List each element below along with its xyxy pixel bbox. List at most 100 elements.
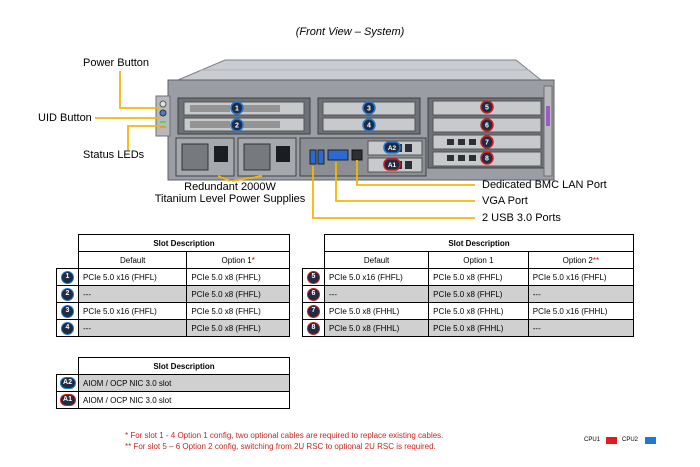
legend-cpu2-label: CPU2 bbox=[622, 437, 639, 443]
table-row: 8 PCIe 5.0 x8 (FHHL) PCIe 5.0 x8 (FHHL) … bbox=[302, 319, 635, 337]
power-supplies-line1: Redundant 2000W bbox=[184, 181, 276, 193]
status-leds-label: Status LEDs bbox=[83, 149, 145, 161]
table-row: 6 --- PCIe 5.0 x8 (FHFL) --- bbox=[302, 285, 635, 303]
usb-label: 2 USB 3.0 Ports bbox=[482, 212, 561, 224]
bmc-lan-leader bbox=[356, 160, 475, 186]
svg-text:A1: A1 bbox=[388, 162, 397, 169]
slot-badge-6: 6 bbox=[307, 287, 320, 301]
slot-badge-1: 1 bbox=[61, 270, 74, 284]
slot5-option2: PCIe 5.0 x16 (FHFL) bbox=[527, 268, 635, 286]
vga-port-icon bbox=[327, 149, 349, 161]
vga-leader bbox=[335, 162, 475, 202]
slot1-default: PCIe 5.0 x16 (FHFL) bbox=[77, 268, 188, 286]
svg-text:6: 6 bbox=[485, 123, 489, 130]
table-row: 4 --- PCIe 5.0 x8 (FHFL) bbox=[56, 319, 290, 337]
chassis-badge-slot8: 8 bbox=[480, 151, 494, 165]
table-row: 1 PCIe 5.0 x16 (FHFL) PCIe 5.0 x8 (FHFL) bbox=[56, 268, 290, 286]
chassis-badge-slot2: 2 bbox=[230, 118, 244, 132]
slot7-option2: PCIe 5.0 x16 (FHHL) bbox=[527, 302, 635, 320]
slot4-option1: PCIe 5.0 x8 (FHFL) bbox=[186, 319, 290, 337]
slot5-default: PCIe 5.0 x16 (FHFL) bbox=[323, 268, 430, 286]
aiom-a2-desc: AIOM / OCP NIC 3.0 slot bbox=[78, 374, 290, 392]
legend-cpu2-swatch bbox=[645, 437, 656, 444]
svg-text:A2: A2 bbox=[388, 145, 397, 152]
slot8-option1: PCIe 5.0 x8 (FHHL) bbox=[428, 319, 529, 337]
svg-text:1: 1 bbox=[235, 106, 239, 113]
slot-badge-2: 2 bbox=[61, 287, 74, 301]
slot8-option2: --- bbox=[527, 319, 635, 337]
diagram-title: (Front View – System) bbox=[295, 26, 405, 38]
slot-badge-7: 7 bbox=[307, 304, 320, 318]
table-row: A2 AIOM / OCP NIC 3.0 slot bbox=[56, 374, 290, 392]
slot-badge-3: 3 bbox=[61, 304, 74, 318]
bmc-lan-port-icon bbox=[351, 149, 363, 161]
aiom-a1-desc: AIOM / OCP NIC 3.0 slot bbox=[78, 391, 290, 409]
table-row: A1 AIOM / OCP NIC 3.0 slot bbox=[56, 391, 290, 409]
slot-table-5-8-title: Slot Description bbox=[324, 234, 634, 252]
chassis-badge-slot1: 1 bbox=[230, 101, 244, 115]
slot2-default: --- bbox=[77, 285, 188, 303]
col-option1: Option 1* bbox=[186, 251, 290, 269]
slot-badge-8: 8 bbox=[307, 321, 320, 335]
footnote-option1: * For slot 1 - 4 Option 1 config, two op… bbox=[125, 431, 444, 440]
svg-text:5: 5 bbox=[485, 105, 489, 112]
slot3-default: PCIe 5.0 x16 (FHFL) bbox=[77, 302, 188, 320]
slot-badge-4: 4 bbox=[61, 321, 74, 335]
slot7-default: PCIe 5.0 x8 (FHHL) bbox=[323, 302, 430, 320]
legend-cpu1-label: CPU1 bbox=[584, 437, 601, 443]
chassis-badge-slot3: 3 bbox=[362, 101, 376, 115]
svg-text:4: 4 bbox=[367, 123, 371, 130]
bmc-lan-label: Dedicated BMC LAN Port bbox=[482, 179, 607, 191]
col-option1: Option 1 bbox=[428, 251, 529, 269]
chassis-badge-slot4: 4 bbox=[362, 118, 376, 132]
psu-leader-1 bbox=[217, 175, 231, 182]
slot-badge-5: 5 bbox=[307, 270, 320, 284]
status-led-icon bbox=[160, 121, 166, 123]
table-row: 7 PCIe 5.0 x8 (FHHL) PCIe 5.0 x8 (FHHL) … bbox=[302, 302, 635, 320]
slot6-option2: --- bbox=[527, 285, 635, 303]
legend-cpu1-swatch bbox=[606, 437, 617, 444]
slot-badge-a2: A2 bbox=[59, 377, 76, 389]
slot8-default: PCIe 5.0 x8 (FHHL) bbox=[323, 319, 430, 337]
aiom-slot-table: Slot Description A2 AIOM / OCP NIC 3.0 s… bbox=[56, 357, 290, 409]
svg-text:3: 3 bbox=[367, 106, 371, 113]
chassis-badge-a2: A2 bbox=[383, 141, 401, 154]
col-default: Default bbox=[77, 251, 188, 269]
server-chassis-illustration: 1 2 3 4 5 6 7 8 A2 A1 bbox=[95, 59, 555, 219]
svg-text:8: 8 bbox=[485, 156, 489, 163]
power-button-label: Power Button bbox=[83, 57, 150, 69]
slot-table-1-4: Slot Description Default Option 1* 1 PCI… bbox=[56, 234, 290, 337]
uid-button-label: UID Button bbox=[38, 112, 92, 124]
status-leds-leader bbox=[127, 125, 160, 150]
power-supplies-line2: Titanium Level Power Supplies bbox=[154, 193, 306, 205]
col-option2: Option 2** bbox=[527, 251, 635, 269]
table-row: 5 PCIe 5.0 x16 (FHFL) PCIe 5.0 x8 (FHFL)… bbox=[302, 268, 635, 286]
chassis-badge-slot5: 5 bbox=[480, 100, 494, 114]
col-default: Default bbox=[323, 251, 430, 269]
table-row: 3 PCIe 5.0 x16 (FHFL) PCIe 5.0 x8 (FHFL) bbox=[56, 302, 290, 320]
slot7-option1: PCIe 5.0 x8 (FHHL) bbox=[428, 302, 529, 320]
footnote-option2: ** For slot 5 – 6 Option 2 config, switc… bbox=[125, 442, 436, 451]
slot-table-1-4-title: Slot Description bbox=[78, 234, 290, 252]
slot-badge-a1: A1 bbox=[59, 394, 76, 406]
svg-text:7: 7 bbox=[485, 140, 489, 147]
power-button-leader bbox=[119, 71, 160, 109]
slot6-default: --- bbox=[323, 285, 430, 303]
chassis-badge-a1: A1 bbox=[383, 158, 401, 171]
slot6-option1: PCIe 5.0 x8 (FHFL) bbox=[428, 285, 529, 303]
svg-text:2: 2 bbox=[235, 123, 239, 130]
vga-label: VGA Port bbox=[482, 195, 528, 207]
power-supplies-label: Redundant 2000W Titanium Level Power Sup… bbox=[140, 181, 320, 205]
slot-table-5-8: Slot Description Default Option 1 Option… bbox=[302, 234, 635, 337]
slot2-option1: PCIe 5.0 x8 (FHFL) bbox=[186, 285, 290, 303]
slot1-option1: PCIe 5.0 x8 (FHFL) bbox=[186, 268, 290, 286]
power-button-icon bbox=[159, 100, 167, 108]
uid-button-icon bbox=[159, 109, 167, 117]
chassis-badge-slot7: 7 bbox=[480, 135, 494, 149]
chassis-badge-slot6: 6 bbox=[480, 118, 494, 132]
aiom-table-title: Slot Description bbox=[78, 357, 290, 375]
slot5-option1: PCIe 5.0 x8 (FHFL) bbox=[428, 268, 529, 286]
table-row: 2 --- PCIe 5.0 x8 (FHFL) bbox=[56, 285, 290, 303]
slot3-option1: PCIe 5.0 x8 (FHFL) bbox=[186, 302, 290, 320]
usb-leader bbox=[312, 166, 475, 219]
